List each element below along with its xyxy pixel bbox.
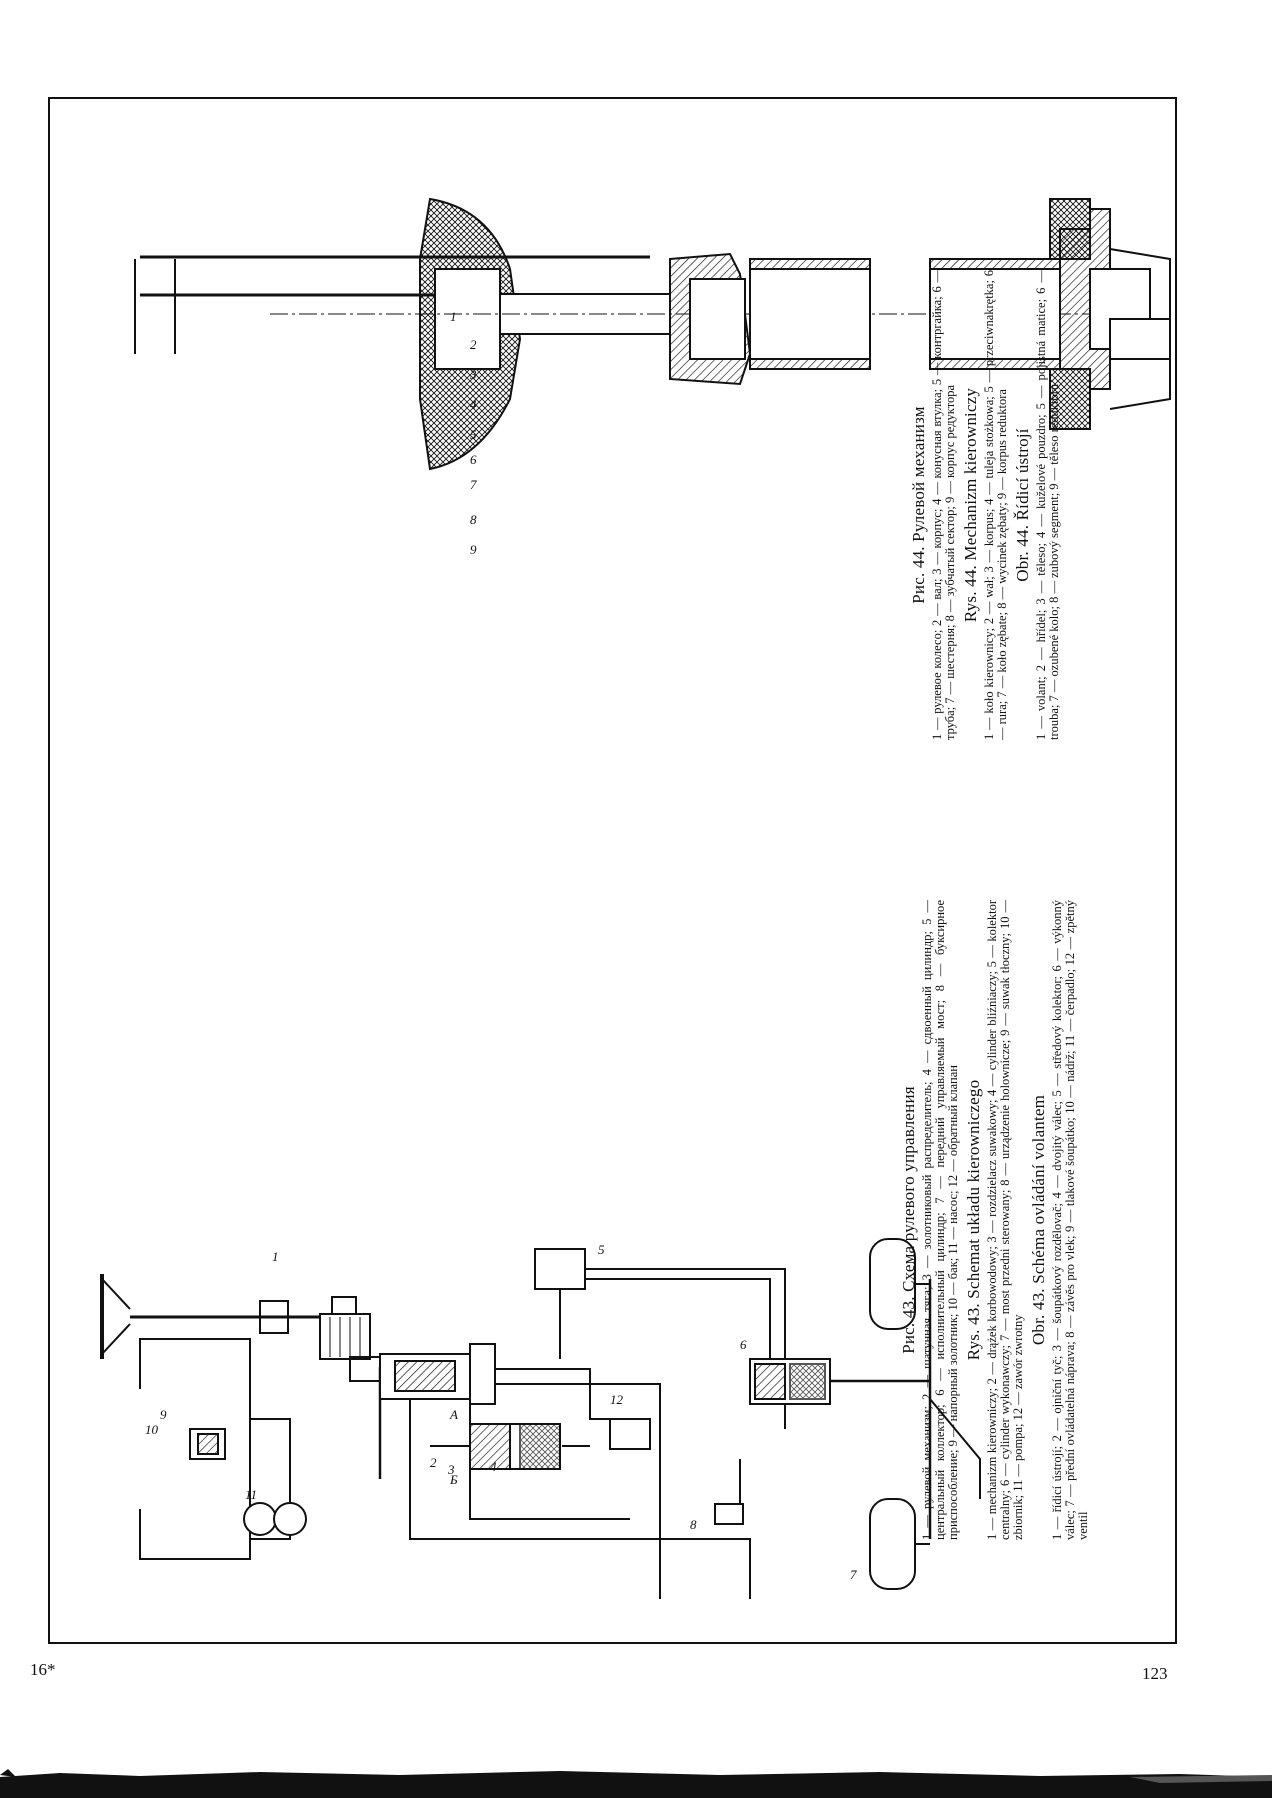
fig43-label-a: А [449,1407,458,1422]
fig43-caption-pl: Rys. 43. Schemat układu kierowniczego 1 … [964,900,1025,1540]
caption-title: Рис. 44. Рулевой механизм [909,406,928,604]
fig43-label-9: 9 [160,1407,167,1422]
fig43-callout-labels: 1 2 3 4 5 6 7 8 9 10 11 12 А Б [145,1242,857,1582]
fig44-label-1: 1 [450,309,457,324]
fig43-label-2: 2 [430,1455,437,1470]
caption-body: 1 — рулевой механизм; 2 — шатунная тяга;… [920,900,960,1540]
fig43-label-1: 1 [272,1249,279,1264]
caption-title: Rys. 44. Mechanizm kierowniczy [961,387,980,623]
footer-signature-mark: 16* [30,1660,56,1679]
page-number: 123 [1142,1664,1168,1683]
fig44-callout-labels: 1 2 3 4 5 6 7 8 9 [450,309,477,557]
fig43-label-10: 10 [145,1422,159,1437]
fig43-label-b: Б [449,1472,458,1487]
fig43-label-11: 11 [245,1487,257,1502]
caption-body: 1 — koło kierownicy; 2 — wał; 3 — korpus… [982,270,1009,740]
fig44-steering-mechanism [134,197,1171,471]
caption-title: Rys. 43. Schemat układu kierowniczego [964,1079,983,1361]
figure-plate: 1 2 3 4 5 6 7 8 9 10 11 12 А Б [50,99,1175,1642]
caption-title: Obr. 44. Řídicí ústrojí [1013,428,1032,582]
caption-body: 1 — mechanizm kierowniczy; 2 — drążek ko… [985,900,1025,1540]
fig44-caption-cs: Obr. 44. Řídicí ústrojí 1 — volant; 2 — … [1013,270,1061,740]
fig43-label-12: 12 [610,1392,624,1407]
fig43-label-4: 4 [490,1459,497,1474]
fig43-label-8: 8 [690,1517,697,1532]
fig44-label-8: 8 [470,512,477,527]
fig43-label-7: 7 [850,1567,857,1582]
fig44-label-6: 6 [470,452,477,467]
caption-body: 1 — volant; 2 — hřídel; 3 — těleso; 4 — … [1034,270,1061,740]
fig44-label-9: 9 [470,542,477,557]
caption-body: 1 — рулевое колесо; 2 — вал; 3 — корпус;… [930,270,957,740]
fig44-label-5: 5 [470,427,477,442]
fig43-label-3: 3 [447,1462,455,1477]
fig43-captions: Рис. 43. Схема рулевого управления 1 — р… [895,900,1090,1540]
fig44-caption-pl: Rys. 44. Mechanizm kierowniczy 1 — koło … [961,270,1009,740]
fig43-caption-cs: Obr. 43. Schéma ovládání volantem 1 — ří… [1029,900,1090,1540]
caption-title: Рис. 43. Схема рулевого управления [899,1086,918,1354]
fig44-captions: Рис. 44. Рулевой механизм 1 — рулевое ко… [905,270,1061,740]
fig44-label-7: 7 [470,477,477,492]
caption-title: Obr. 43. Schéma ovládání volantem [1029,1094,1048,1346]
caption-body: 1 — řídicí ústrojí; 2 — ojniční tyč; 3 —… [1050,900,1090,1540]
fig43-label-6: 6 [740,1337,747,1352]
fig44-label-3: 3 [469,367,477,382]
page-frame [48,97,1177,1644]
fig43-label-5: 5 [598,1242,605,1257]
scan-edge-shadow [0,1769,1272,1798]
fig43-hydraulic-scheme [100,1238,981,1599]
fig44-label-2: 2 [470,337,477,352]
fig44-caption-ru: Рис. 44. Рулевой механизм 1 — рулевое ко… [909,270,957,740]
fig44-label-4: 4 [470,397,477,412]
fig43-caption-ru: Рис. 43. Схема рулевого управления 1 — р… [899,900,960,1540]
